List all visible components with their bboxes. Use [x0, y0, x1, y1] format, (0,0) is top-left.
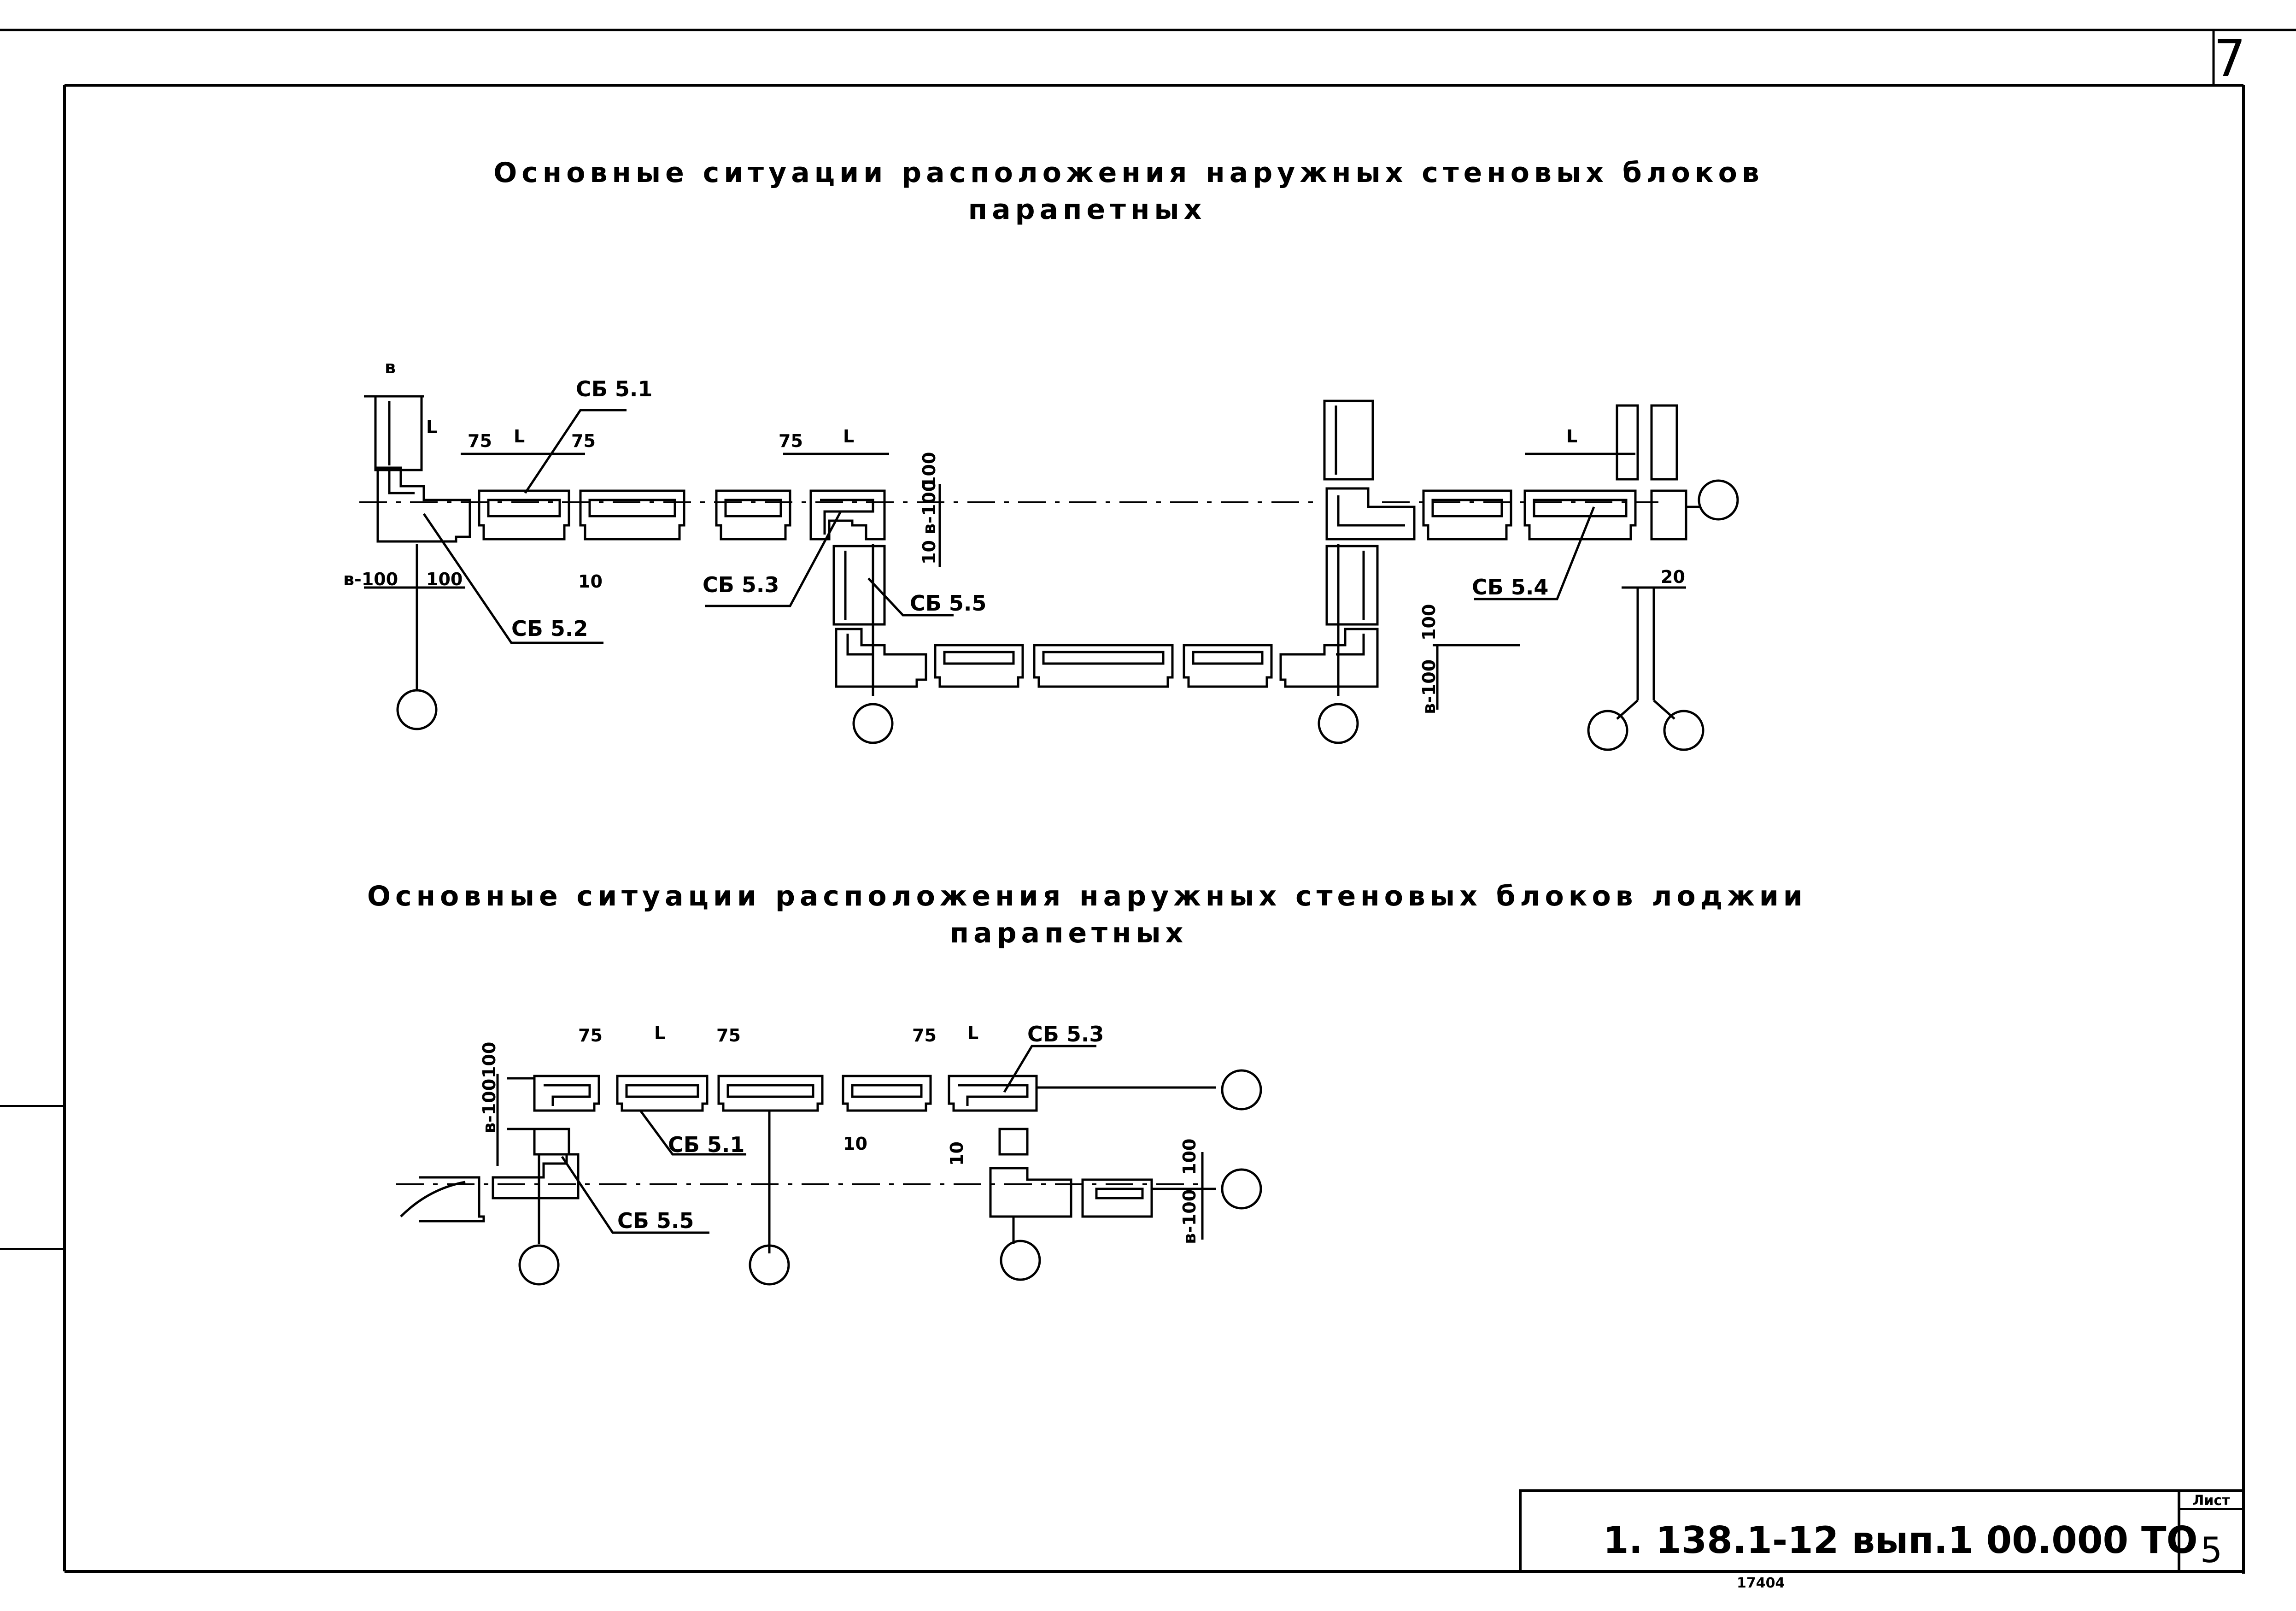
- label-sb-5-1-top: СБ 5.1: [576, 376, 652, 401]
- label-sb-5-1-bottom: СБ 5.1: [668, 1132, 744, 1157]
- dim-75-bottom-b: 75: [716, 1025, 741, 1046]
- dim-100-bottom-right: 100: [1179, 1139, 1200, 1175]
- dim-l-a: L: [514, 426, 525, 447]
- title-block: [1519, 1489, 2245, 1573]
- dim-75-c: 75: [779, 431, 803, 451]
- dim-75-a: 75: [468, 431, 492, 451]
- label-sb-5-4-top: СБ 5.4: [1472, 575, 1548, 600]
- top-row-blocks: [478, 489, 886, 541]
- stamp-sheet-label: Лист: [2192, 1493, 2230, 1509]
- dim-100-vertical-right: 100: [1419, 604, 1439, 641]
- label-sb-5-2-top: СБ 5.2: [511, 616, 588, 641]
- dim-b-top: в: [385, 357, 396, 377]
- dim-b-minus-100-left: в-100: [343, 569, 398, 589]
- sheet-frame: [0, 29, 2296, 1574]
- dim-l-c: L: [1566, 426, 1577, 447]
- bottom-plan-diagram: [396, 1045, 1262, 1286]
- top-plan-diagram: [359, 395, 1739, 751]
- dim-100-vertical-top: 100: [919, 452, 939, 488]
- bottom-title-line-2: парапетных: [950, 917, 1188, 949]
- dim-b-minus-100-vertical-top: в-100: [919, 480, 939, 535]
- dim-100-left-b: 100: [426, 569, 463, 589]
- dim-10-bottom-right: 10: [947, 1141, 967, 1166]
- dim-l-bottom-a: L: [654, 1023, 665, 1043]
- label-sb-5-3-top: СБ 5.3: [703, 572, 779, 597]
- dim-10-bottom: 10: [843, 1134, 867, 1154]
- top-title-line-2: парапетных: [968, 194, 1207, 226]
- stamp-document-code: 1. 138.1-12 вып.1 00.000 ТО: [1603, 1519, 2198, 1562]
- dim-10-left: 10: [578, 571, 603, 592]
- dim-20-right: 20: [1661, 567, 1685, 587]
- bottom-title-line-1: Основные ситуации расположения наружных …: [367, 880, 1807, 912]
- label-sb-5-5-bottom: СБ 5.5: [617, 1208, 694, 1233]
- archive-note: 17404: [1737, 1575, 1785, 1591]
- label-sb-5-3-bottom: СБ 5.3: [1027, 1022, 1104, 1047]
- dim-l-b: L: [843, 426, 854, 447]
- dim-75-b: 75: [571, 431, 596, 451]
- dim-10-vertical-top: 10: [919, 540, 939, 564]
- dim-75-bottom-c: 75: [912, 1025, 937, 1046]
- top-title-line-1: Основные ситуации расположения наружных …: [493, 157, 1764, 189]
- dim-l-bottom-b: L: [967, 1023, 978, 1043]
- dim-100-bottom-left: 100: [479, 1042, 499, 1078]
- dim-l-left-vertical: L: [426, 417, 437, 437]
- stamp-sheet-number: 5: [2200, 1529, 2222, 1570]
- dim-75-bottom-a: 75: [578, 1025, 603, 1046]
- dim-b-minus-100-vertical-right: в-100: [1419, 659, 1439, 714]
- corner-sheet-number: 7: [2214, 29, 2246, 88]
- dim-b-minus-100-bottom-left: в-100: [479, 1079, 499, 1134]
- dim-b-minus-100-bottom-right: в-100: [1179, 1189, 1200, 1244]
- label-sb-5-5-top: СБ 5.5: [910, 591, 986, 616]
